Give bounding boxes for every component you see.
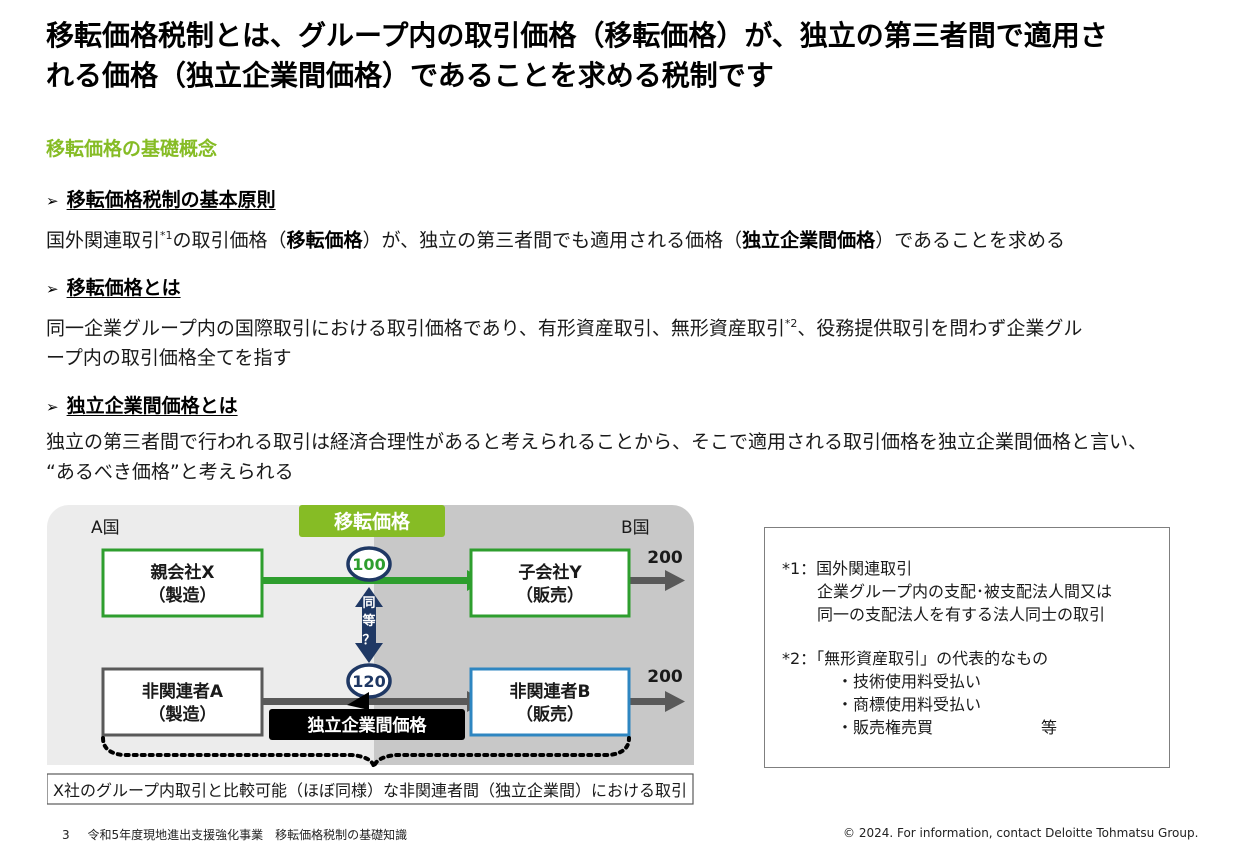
heading-transfer-price: ➢移転価格とは bbox=[46, 277, 181, 299]
unrelated-party-a-role: （製造） bbox=[149, 704, 217, 725]
equal-arrow-up-icon bbox=[355, 587, 383, 638]
parent-company-role: （製造） bbox=[149, 585, 217, 606]
arm-length-callout-label: 独立企業間価格 bbox=[308, 715, 428, 736]
sale-arrow-top-head bbox=[665, 570, 685, 591]
heading-basic-principle: ➢移転価格税制の基本原則 bbox=[46, 189, 276, 211]
page-title-line1: 移転価格税制とは、グループ内の取引価格（移転価格）が、独立の第三者間で適用さ bbox=[46, 19, 1108, 52]
arm-length-price-value: 120 bbox=[352, 672, 385, 691]
sale-price-bottom: 200 bbox=[647, 667, 683, 687]
paragraph-basic-principle: 国外関連取引*1の取引価格（移転価格）が、独立の第三者間でも適用される価格（独立… bbox=[46, 229, 1065, 252]
note-1-title: *1：国外関連取引 bbox=[782, 559, 913, 578]
note-2-item: ・商標使用料受払い bbox=[837, 695, 982, 714]
sale-price-top: 200 bbox=[647, 548, 683, 568]
footnote-ref-2: *2 bbox=[784, 317, 798, 330]
unrelated-party-a-box bbox=[101, 667, 264, 737]
comparison-brace bbox=[101, 736, 631, 768]
arrow-bullet-icon: ➢ bbox=[46, 192, 59, 210]
footer-left: 3 令和5年度現地進出支援強化事業 移転価格税制の基礎知識 bbox=[62, 826, 407, 843]
arm-length-callout-pointer bbox=[347, 692, 369, 710]
sale-arrow-bottom-head bbox=[665, 691, 685, 712]
footnotes-box: *1：国外関連取引 企業グループ内の支配･被支配法人間又は 同一の支配法人を有す… bbox=[764, 527, 1170, 768]
footer-copyright: © 2024. For information, contact Deloitt… bbox=[843, 826, 1199, 840]
note-2-title: *2：「無形資産取引」の代表的なもの bbox=[782, 649, 1049, 668]
diagram-caption-box bbox=[47, 773, 694, 805]
equal-char-3: ？ bbox=[362, 633, 375, 648]
country-b-label: B国 bbox=[621, 518, 650, 538]
subsidiary-role: （販売） bbox=[516, 585, 584, 606]
page-title: 移転価格税制とは、グループ内の取引価格（移転価格）が、独立の第三者間で適用さ れ… bbox=[46, 16, 1206, 96]
unrelated-party-b-name: 非関連者B bbox=[510, 681, 591, 702]
subsidiary-name: 子会社Y bbox=[518, 562, 582, 583]
equal-char-1: 同 bbox=[362, 596, 375, 611]
transfer-pricing-diagram: A国 B国 移転価格 親会社X （製造） 子会社Y （販売） 非関連者A （製造… bbox=[47, 505, 694, 805]
country-a-label: A国 bbox=[91, 518, 120, 538]
footnote-ref-1: *1 bbox=[160, 229, 173, 242]
equal-arrow-down-icon bbox=[355, 638, 383, 663]
equal-char-2: 等 bbox=[361, 613, 375, 629]
unrelated-party-b-box bbox=[469, 667, 631, 737]
arrow-bullet-icon: ➢ bbox=[46, 280, 59, 298]
unrelated-party-b-role: （販売） bbox=[516, 704, 584, 725]
unrelated-party-a-name: 非関連者A bbox=[142, 681, 224, 702]
note-1-line1: 企業グループ内の支配･被支配法人間又は bbox=[817, 582, 1113, 601]
transfer-price-tab bbox=[299, 505, 445, 537]
sale-arrow-top-shaft bbox=[629, 577, 669, 584]
section-title: 移転価格の基礎概念 bbox=[46, 138, 218, 160]
diagram-caption: X社のグループ内取引と比較可能（ほぼ同様）な非関連者間（独立企業間）における取引 bbox=[53, 781, 687, 800]
note-1-line2: 同一の支配法人を有する法人同士の取引 bbox=[817, 605, 1106, 624]
page-number: 3 bbox=[62, 828, 70, 842]
group-price-value: 100 bbox=[352, 555, 385, 574]
heading-arm-length-price: ➢独立企業間価格とは bbox=[46, 395, 238, 417]
footer-program: 令和5年度現地進出支援強化事業 移転価格税制の基礎知識 bbox=[87, 828, 408, 842]
page-title-line2: れる価格（独立企業間価格）であることを求める税制です bbox=[46, 59, 774, 92]
group-price-oval bbox=[346, 546, 392, 582]
sale-arrow-bottom-shaft bbox=[629, 698, 669, 705]
note-2-item: ・販売権売買 bbox=[837, 718, 934, 737]
arm-length-callout bbox=[269, 709, 465, 740]
transfer-price-tab-label: 移転価格 bbox=[334, 510, 411, 533]
parent-company-name: 親会社X bbox=[150, 562, 214, 583]
note-2-item: ・技術使用料受払い bbox=[837, 672, 982, 691]
paragraph-arm-length-price: 独立の第三者間で行われる取引は経済合理性があると考えられることから、そこで適用さ… bbox=[46, 431, 1148, 483]
arrow-bullet-icon: ➢ bbox=[46, 398, 59, 416]
parent-company-box bbox=[101, 548, 264, 618]
paragraph-transfer-price: 同一企業グループ内の国際取引における取引価格であり、有形資産取引、無形資産取引*… bbox=[46, 317, 1083, 370]
subsidiary-box bbox=[469, 548, 631, 618]
note-2-suffix: 等 bbox=[1041, 718, 1058, 737]
